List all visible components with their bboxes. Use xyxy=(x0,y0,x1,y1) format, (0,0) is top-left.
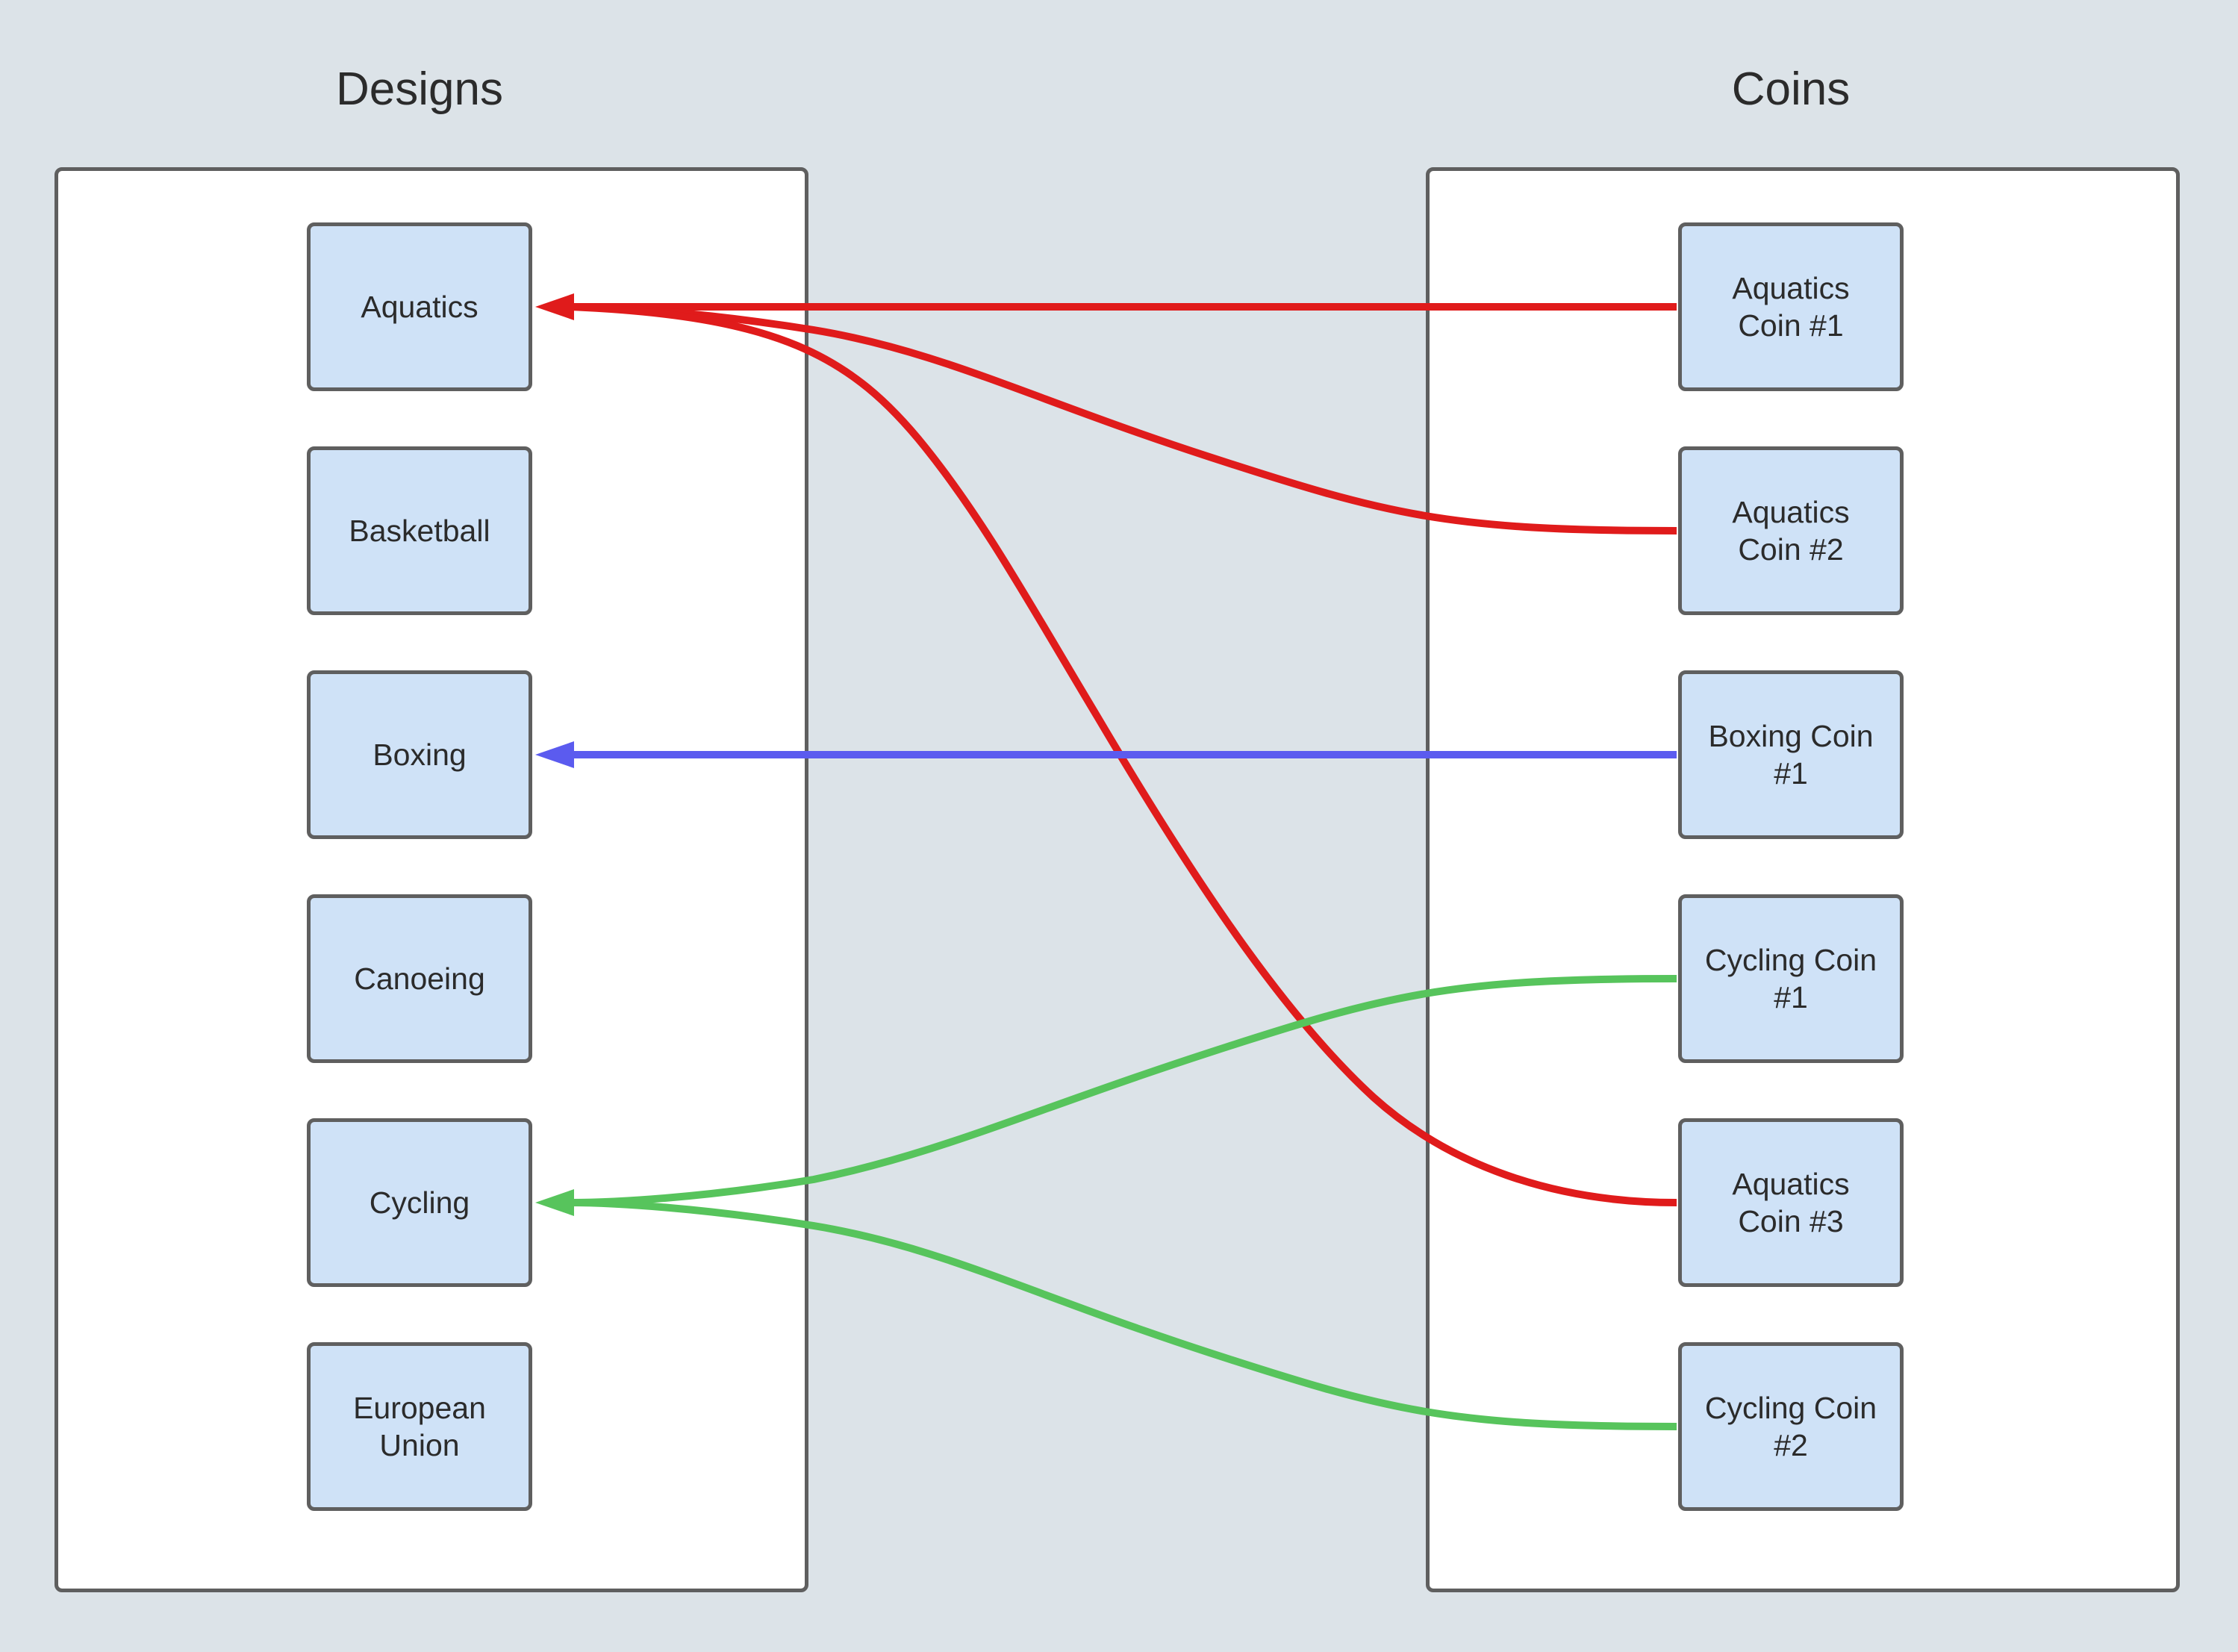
design-node-cycling[interactable]: Cycling xyxy=(307,1118,532,1287)
coin-node-aquatics-coin-3[interactable]: Aquatics Coin #3 xyxy=(1678,1118,1904,1287)
design-node-european-union[interactable]: European Union xyxy=(307,1342,532,1511)
coin-node-cycling-coin-1[interactable]: Cycling Coin #1 xyxy=(1678,894,1904,1063)
design-node-aquatics[interactable]: Aquatics xyxy=(307,222,532,391)
design-node-boxing[interactable]: Boxing xyxy=(307,670,532,839)
coin-node-aquatics-coin-2[interactable]: Aquatics Coin #2 xyxy=(1678,446,1904,615)
design-node-canoeing[interactable]: Canoeing xyxy=(307,894,532,1063)
coin-node-cycling-coin-2[interactable]: Cycling Coin #2 xyxy=(1678,1342,1904,1511)
coins-column-title: Coins xyxy=(1731,63,1851,115)
design-node-basketball[interactable]: Basketball xyxy=(307,446,532,615)
designs-column-title: Designs xyxy=(336,63,503,115)
coin-node-aquatics-coin-1[interactable]: Aquatics Coin #1 xyxy=(1678,222,1904,391)
coin-node-boxing-coin-1[interactable]: Boxing Coin #1 xyxy=(1678,670,1904,839)
